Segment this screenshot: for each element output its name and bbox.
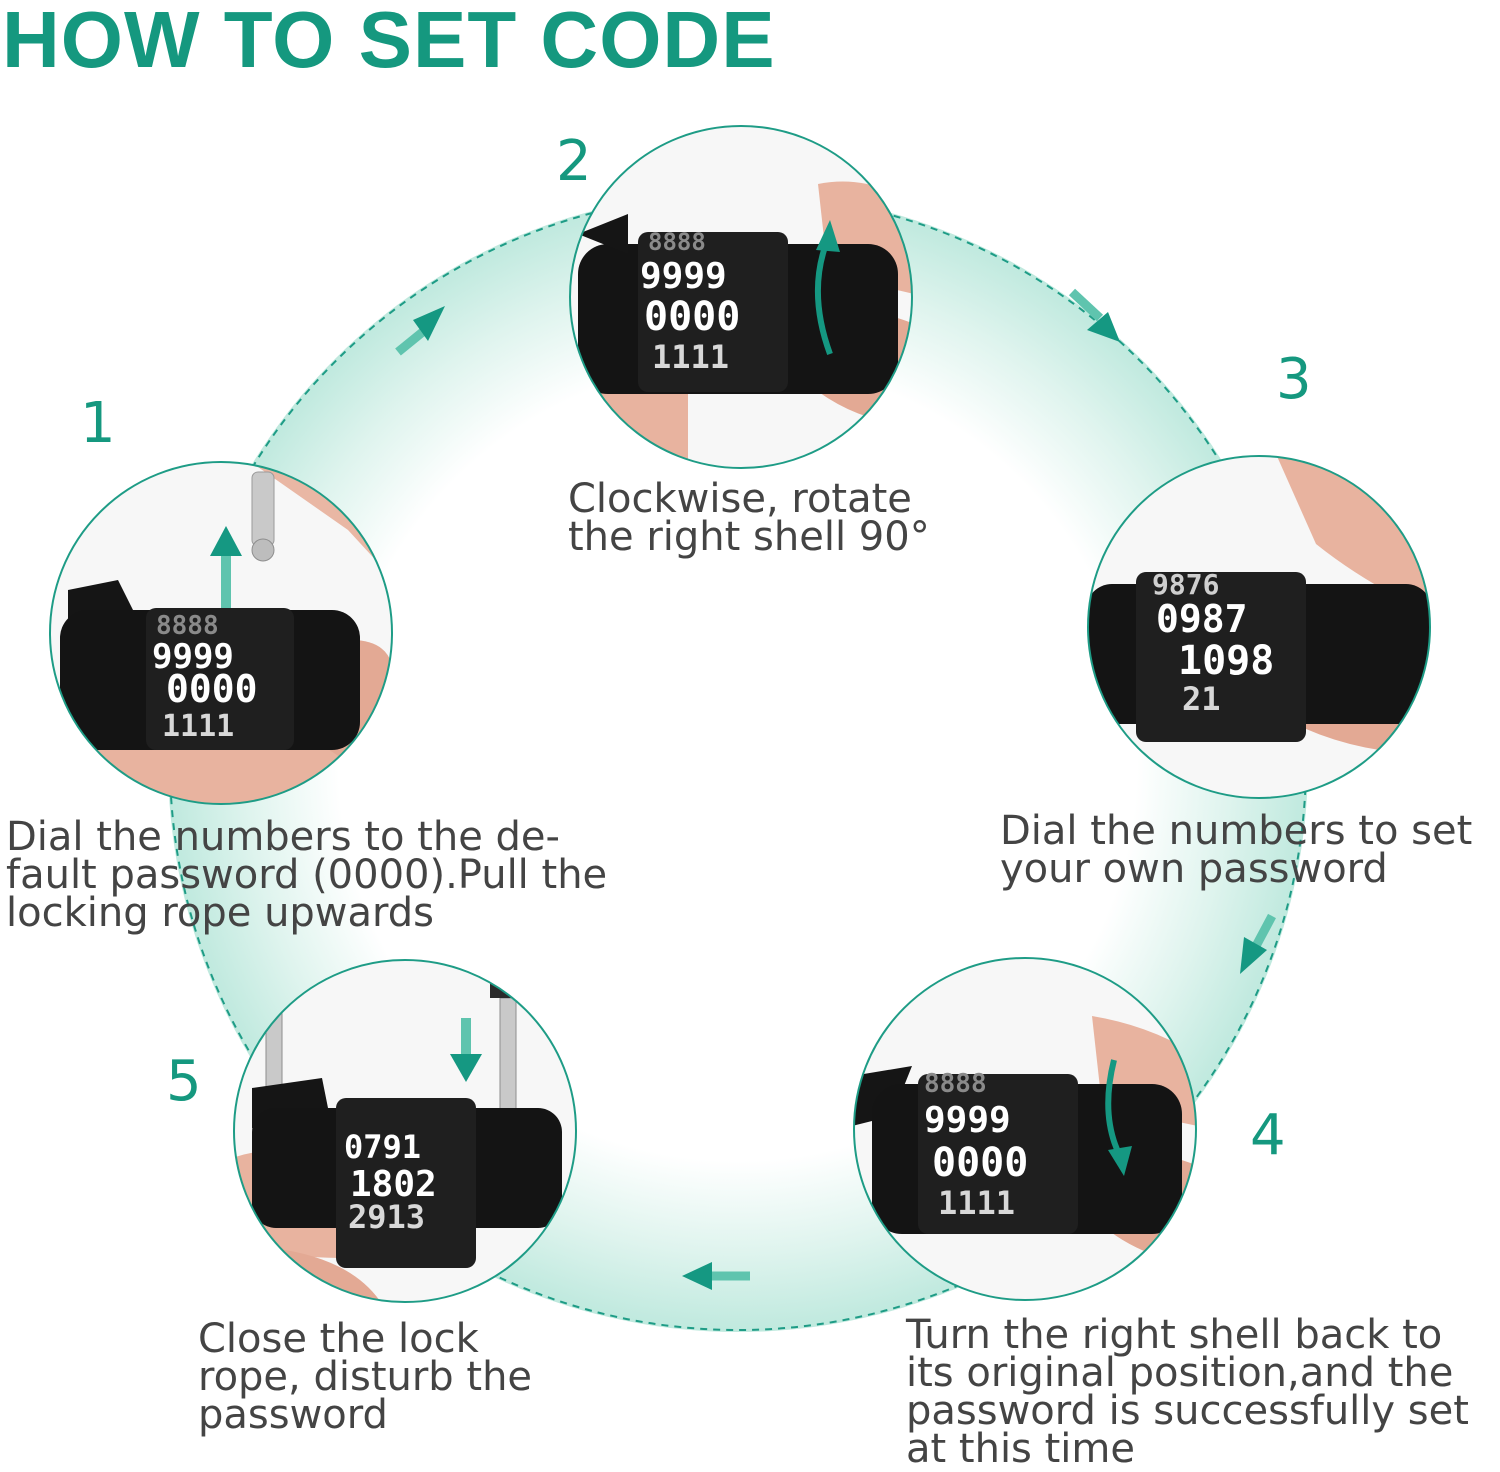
step-1-caption: Dial the numbers to the de- fault passwo… xyxy=(6,814,608,936)
arrow-icon-1-to-2 xyxy=(395,306,445,356)
rotate-clockwise-icon xyxy=(814,220,840,356)
step-2-photo: 8888 9999 0000 1111 xyxy=(569,125,913,469)
step-2-dial-row: 9999 xyxy=(640,256,727,297)
step-5-photo: 0791 1802 2913 xyxy=(233,959,577,1303)
caption-line: rope, disturb the xyxy=(198,1354,533,1400)
step-4-dial-row: 9999 xyxy=(924,1100,1011,1141)
step-5-dial-row: 1802 xyxy=(350,1164,437,1205)
arrow-icon-3-to-4 xyxy=(1240,913,1276,974)
arrow-icon-2-to-3 xyxy=(1068,288,1120,342)
caption-line: Close the lock xyxy=(198,1316,479,1362)
step-1-photo: 8888 9999 0000 1111 xyxy=(49,461,393,805)
step-4-photo: 8888 9999 0000 1111 xyxy=(853,957,1197,1301)
step-number-3: 3 xyxy=(1276,347,1312,412)
caption-line: Dial the numbers to the de- xyxy=(6,814,560,860)
step-4-dial-row: 8888 xyxy=(924,1069,987,1099)
step-number-4: 4 xyxy=(1250,1103,1286,1168)
step-5-dial-row: 0791 xyxy=(344,1128,421,1166)
step-3-caption: Dial the numbers to set your own passwor… xyxy=(1000,808,1473,892)
caption-line: the right shell 90° xyxy=(568,514,930,560)
arrow-up-icon xyxy=(210,526,242,608)
caption-line: locking rope upwards xyxy=(6,890,435,936)
step-2-dial-row: 8888 xyxy=(648,228,706,256)
caption-line: Dial the numbers to set xyxy=(1000,808,1473,854)
arrow-down-icon xyxy=(450,1018,482,1082)
step-4-dial-row: 0000 xyxy=(932,1140,1028,1186)
step-4-dial-row: 1111 xyxy=(938,1184,1015,1222)
step-number-5: 5 xyxy=(166,1049,202,1114)
caption-line: password is successfully set xyxy=(906,1388,1469,1434)
step-3-dial-row: 0987 xyxy=(1156,597,1248,641)
step-1-dial-row: 1111 xyxy=(162,709,234,744)
caption-line: password xyxy=(198,1392,388,1438)
step-3-dial-row: 21 xyxy=(1182,680,1221,718)
step-5-caption: Close the lock rope, disturb the passwor… xyxy=(198,1316,533,1438)
step-2-caption: Clockwise, rotate the right shell 90° xyxy=(568,476,930,560)
step-4-caption: Turn the right shell back to its origina… xyxy=(906,1312,1469,1472)
step-3-dial-row: 1098 xyxy=(1178,638,1274,684)
step-1-dial-row: 0000 xyxy=(166,667,258,711)
step-2-dial-row: 0000 xyxy=(644,294,740,340)
caption-line: its original position,and the xyxy=(906,1350,1454,1396)
step-number-2: 2 xyxy=(556,129,592,194)
step-3-dial-row: 9876 xyxy=(1152,568,1219,601)
caption-line: Turn the right shell back to xyxy=(906,1312,1443,1358)
page-title: HOW TO SET CODE xyxy=(2,0,776,84)
step-1-dial-row: 9999 xyxy=(152,637,234,677)
step-3-photo: 9876 0987 1098 21 xyxy=(1087,455,1431,799)
rotate-counterclockwise-icon xyxy=(1105,1059,1132,1176)
arrow-icon-4-to-5 xyxy=(682,1262,750,1290)
caption-line: your own password xyxy=(1000,846,1388,892)
caption-line: fault password (0000).Pull the xyxy=(6,852,608,898)
step-1-dial-row: 8888 xyxy=(156,611,219,641)
caption-line: at this time xyxy=(906,1426,1135,1472)
step-5-dial-row: 2913 xyxy=(348,1198,425,1236)
step-number-1: 1 xyxy=(80,391,116,456)
step-2-dial-row: 1111 xyxy=(652,338,729,376)
caption-line: Clockwise, rotate xyxy=(568,476,912,522)
